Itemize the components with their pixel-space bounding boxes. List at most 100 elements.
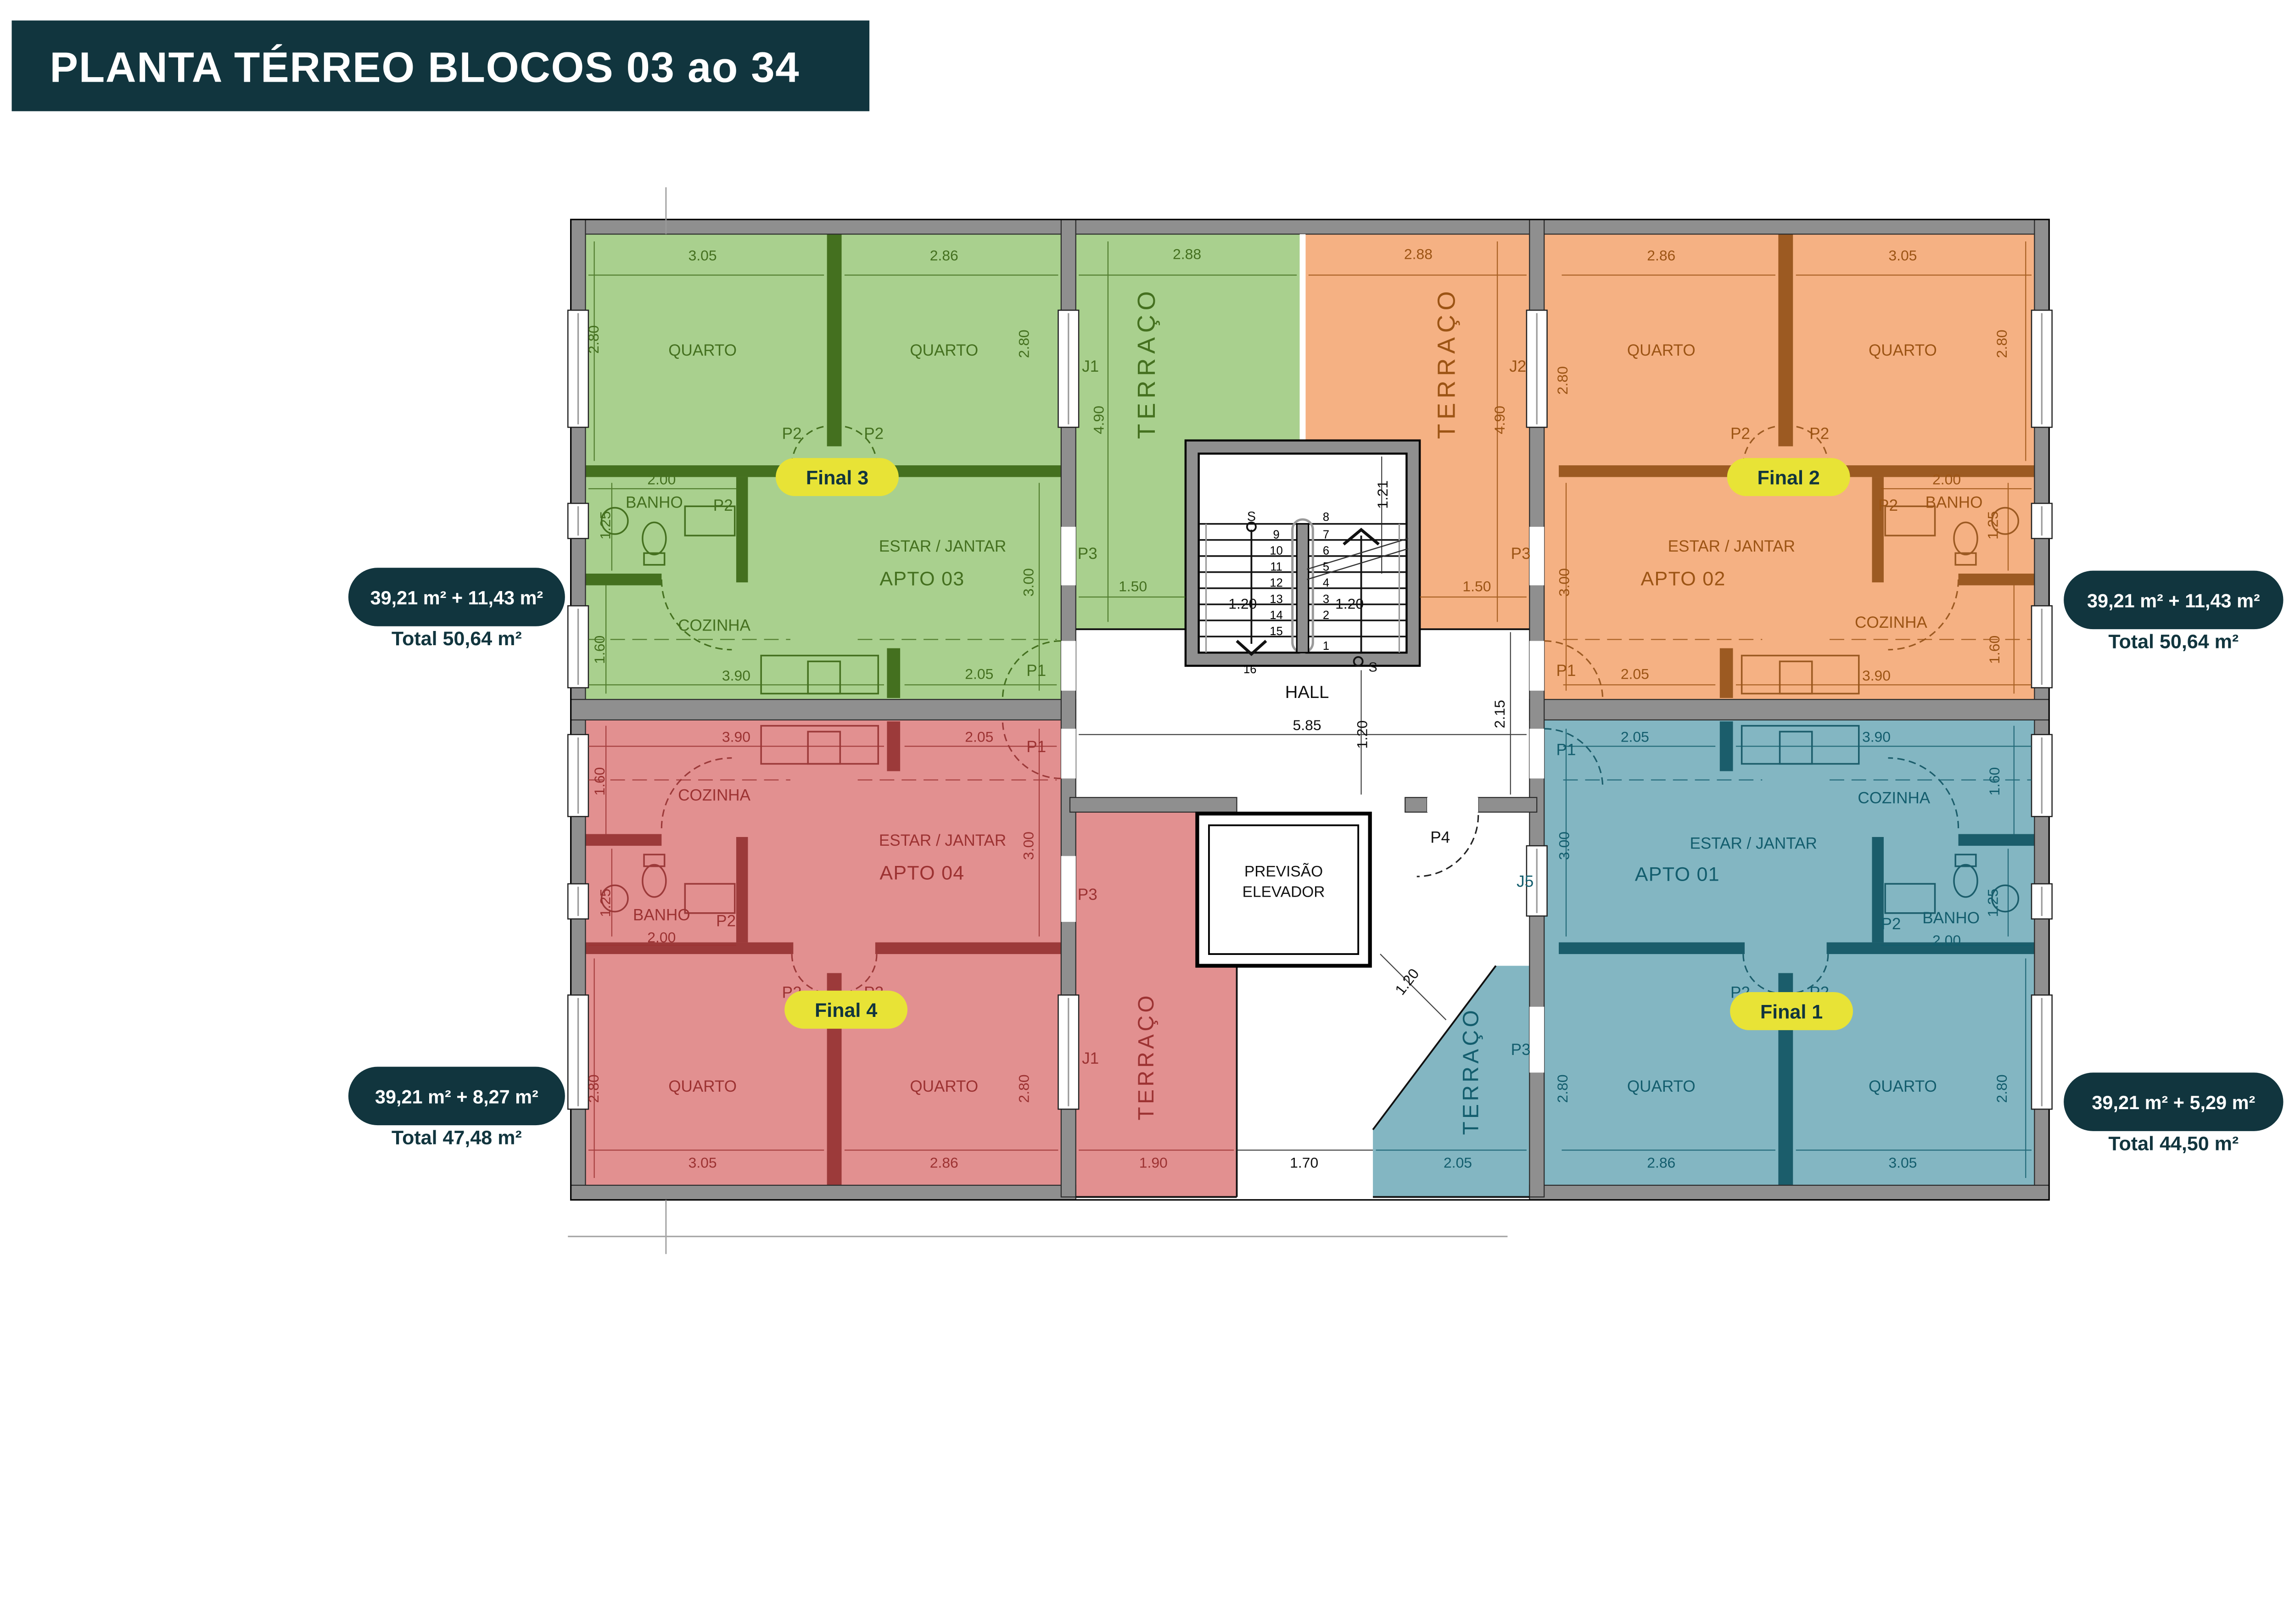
floor-plan-drawing: 3.05 2.86 QUARTO QUARTO 2.80 2.80 P2 P2 … — [11, 20, 2284, 1254]
dim-label: 3.90 — [1862, 667, 1891, 684]
dim-label: 2.80 — [1993, 329, 2010, 358]
page-title: PLANTA TÉRREO BLOCOS 03 ao 34 — [50, 44, 800, 91]
room-label-banho: BANHO — [633, 906, 690, 924]
window-label-j1: J1 — [1082, 1049, 1099, 1067]
room-label-cozinha: COZINHA — [1855, 614, 1927, 631]
room-label-quarto: QUARTO — [910, 341, 978, 359]
stairwell — [1184, 439, 1421, 667]
stair-step-number: 3 — [1323, 593, 1329, 606]
stair-step-number: 11 — [1270, 561, 1282, 574]
stair-step-number: 7 — [1323, 528, 1329, 541]
apto-03-labels: 3.05 2.86 QUARTO QUARTO 2.80 2.80 P2 P2 … — [585, 246, 1201, 683]
room-label-estar: ESTAR / JANTAR — [879, 537, 1006, 555]
final-1-label: Final 1 — [1760, 1001, 1823, 1023]
dim-label: 2.05 — [965, 666, 993, 682]
door-label-p2: P2 — [713, 497, 733, 514]
dim-label: 3.90 — [722, 667, 750, 684]
apto-label: APTO 01 — [1635, 864, 1720, 886]
room-label-quarto: QUARTO — [1627, 1077, 1696, 1095]
apto04-total-text: Total 47,48 m² — [392, 1127, 522, 1149]
door-label-p2: P2 — [1881, 915, 1901, 933]
apto03-area-badge — [348, 568, 565, 626]
dim-label: 2.00 — [647, 471, 676, 487]
title-background — [11, 20, 870, 112]
stair-start-marker: S — [1368, 660, 1377, 675]
elevator-label-line1: PREVISÃO — [1244, 863, 1323, 880]
dimension-lines — [568, 187, 2032, 1254]
dim-label: 1.50 — [1119, 578, 1147, 594]
apto01-area-badge — [2064, 1072, 2284, 1131]
kitchen-counter-green — [760, 654, 879, 695]
dim-label: 2.05 — [965, 729, 993, 745]
dim-label: 1.20 — [1354, 720, 1370, 749]
apto-label: APTO 02 — [1641, 568, 1726, 590]
window-label-j1: J1 — [1082, 357, 1099, 375]
apto03-area-text: 39,21 m² + 11,43 m² — [370, 587, 543, 608]
apto-label: APTO 04 — [879, 862, 964, 884]
stair-step-number: 5 — [1323, 561, 1329, 574]
door-label-p1: P1 — [1556, 741, 1576, 759]
final-2-badge — [1727, 458, 1850, 496]
bathroom-kitchen-fixtures — [600, 505, 2020, 914]
core-labels: S S 9 10 11 12 13 14 15 16 8 7 6 5 4 3 2… — [1228, 480, 1391, 1171]
dim-label: 2.05 — [1621, 666, 1649, 682]
area-badges: 39,21 m² + 11,43 m² Total 50,64 m² 39,21… — [348, 568, 2284, 1155]
apto01-total-text: Total 44,50 m² — [2108, 1133, 2239, 1155]
door-label-p1: P1 — [1556, 662, 1576, 680]
stair-step-number: 8 — [1323, 511, 1329, 524]
door-label-p1: P1 — [1026, 738, 1046, 756]
door-label-p4: P4 — [1430, 829, 1450, 847]
apto04-area-text: 39,21 m² + 8,27 m² — [375, 1086, 538, 1107]
banho-fixtures-green — [600, 505, 736, 566]
door-label-p2: P2 — [1730, 425, 1750, 443]
apto02-total-text: Total 50,64 m² — [2108, 631, 2239, 653]
dim-label: 3.00 — [1020, 832, 1036, 860]
room-label-estar: ESTAR / JANTAR — [1668, 537, 1795, 555]
stair-start-marker: S — [1247, 509, 1256, 524]
door-label-p2: P2 — [782, 425, 802, 443]
window-label-j5: J5 — [1517, 872, 1534, 890]
banho-fixtures-red — [600, 854, 736, 914]
room-label-cozinha: COZINHA — [1858, 789, 1930, 807]
door-label-p2: P2 — [1878, 497, 1898, 514]
dim-label: 3.90 — [722, 729, 750, 745]
stair-step-number: 14 — [1270, 609, 1282, 622]
final-2-label: Final 2 — [1758, 467, 1820, 489]
window-icon — [567, 309, 2053, 1110]
dim-label: 5.85 — [1293, 717, 1321, 733]
dim-label: 3.00 — [1556, 832, 1572, 860]
dim-label: 3.05 — [688, 247, 717, 264]
final-3-badge — [776, 458, 899, 496]
banho-fixtures-blue — [1884, 854, 2020, 914]
room-label-terraco: TERRAÇO — [1459, 1007, 1483, 1135]
dim-label: 1.21 — [1374, 480, 1391, 509]
apto04-area-badge — [348, 1066, 565, 1126]
apto-label: APTO 03 — [879, 568, 964, 590]
dim-label: 2.80 — [585, 325, 602, 354]
dim-label: 2.86 — [930, 1155, 958, 1171]
stair-step-number: 4 — [1323, 577, 1329, 590]
dim-label: 2.80 — [1554, 1074, 1571, 1103]
dim-label: 2.86 — [1647, 247, 1675, 264]
dim-label: 1.70 — [1290, 1155, 1318, 1171]
dim-label: 1.50 — [1462, 578, 1491, 594]
door-label-p1: P1 — [1026, 662, 1046, 680]
window-label-j2: J2 — [1509, 357, 1526, 375]
room-label-terraco: TERRAÇO — [1433, 287, 1461, 439]
room-label-quarto: QUARTO — [910, 1077, 978, 1095]
final-4-label: Final 4 — [815, 999, 877, 1021]
door-gaps — [1061, 526, 1545, 1073]
stair-step-number: 1 — [1323, 640, 1329, 653]
apto02-area-badge — [2064, 570, 2284, 630]
dim-label: 1.60 — [1986, 636, 2003, 664]
dim-label: 2.00 — [1932, 471, 1961, 487]
apto03-total-text: Total 50,64 m² — [392, 628, 522, 650]
apto02-area-text: 39,21 m² + 11,43 m² — [2087, 590, 2260, 611]
stair-step-number: 9 — [1273, 528, 1280, 541]
stair-step-number: 16 — [1243, 663, 1256, 676]
door-label-p3: P3 — [1511, 545, 1531, 563]
dim-label: 2.80 — [1993, 1074, 2010, 1103]
floor-plan-page: 3.05 2.86 QUARTO QUARTO 2.80 2.80 P2 P2 … — [11, 20, 2284, 1254]
dim-label: 2.05 — [1621, 729, 1649, 745]
dim-label: 4.90 — [1090, 406, 1107, 434]
